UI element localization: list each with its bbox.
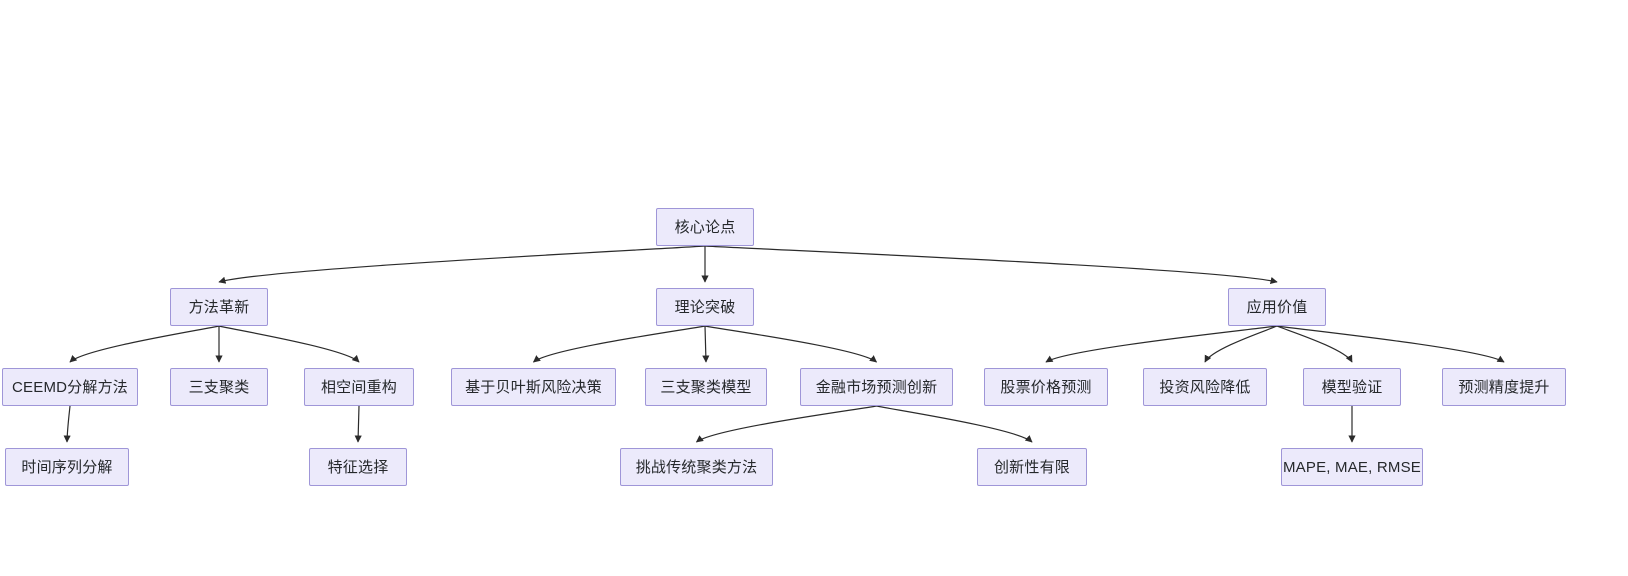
flow-node[interactable]: 股票价格预测 — [984, 368, 1108, 406]
flow-node-label: 预测精度提升 — [1458, 378, 1550, 396]
flow-edge — [218, 245, 706, 284]
flow-node-label: 应用价值 — [1246, 298, 1308, 316]
flow-edge — [702, 325, 710, 363]
flow-edge — [695, 405, 877, 443]
flow-node[interactable]: 应用价值 — [1228, 288, 1326, 326]
flow-node-label: 三支聚类 — [188, 378, 250, 396]
flow-node[interactable]: 创新性有限 — [977, 448, 1087, 486]
flow-edge — [1276, 325, 1353, 363]
flow-edge — [63, 405, 71, 443]
flow-edge — [704, 245, 1278, 285]
flow-node[interactable]: 特征选择 — [309, 448, 407, 486]
flow-node-label: 相空间重构 — [320, 378, 397, 396]
flow-node[interactable]: 挑战传统聚类方法 — [620, 448, 773, 486]
flow-node[interactable]: 方法革新 — [170, 288, 268, 326]
flow-node[interactable]: 核心论点 — [656, 208, 754, 246]
flow-edge — [1045, 325, 1278, 363]
flow-edge — [1204, 325, 1278, 363]
flow-edge — [69, 325, 220, 363]
flow-node[interactable]: 投资风险降低 — [1143, 368, 1267, 406]
flow-node[interactable]: 时间序列分解 — [5, 448, 129, 486]
flow-node[interactable]: 三支聚类 — [170, 368, 268, 406]
flow-edge — [354, 405, 362, 443]
flow-node[interactable]: 理论突破 — [656, 288, 754, 326]
flow-node[interactable]: CEEMD分解方法 — [2, 368, 138, 406]
flow-node[interactable]: MAPE, MAE, RMSE — [1281, 448, 1423, 486]
flow-node-label: 股票价格预测 — [1000, 378, 1092, 396]
flow-node-label: 特征选择 — [327, 458, 389, 476]
edge-paths — [63, 245, 1505, 443]
flow-node-label: 核心论点 — [674, 218, 736, 236]
flow-node-label: 金融市场预测创新 — [815, 378, 938, 396]
flow-node[interactable]: 模型验证 — [1303, 368, 1401, 406]
flow-node-label: MAPE, MAE, RMSE — [1282, 458, 1422, 476]
flow-edge — [218, 325, 360, 363]
flow-node[interactable]: 相空间重构 — [304, 368, 414, 406]
flow-node-label: CEEMD分解方法 — [12, 378, 128, 396]
flow-node[interactable]: 基于贝叶斯风险决策 — [451, 368, 616, 406]
flow-edge — [1276, 325, 1505, 363]
flow-node-label: 创新性有限 — [993, 458, 1070, 476]
flow-node[interactable]: 金融市场预测创新 — [800, 368, 953, 406]
flow-node-label: 时间序列分解 — [21, 458, 113, 476]
flow-edge — [532, 325, 706, 363]
flow-node-label: 理论突破 — [674, 298, 736, 316]
flow-edge — [876, 405, 1033, 443]
flow-node-label: 基于贝叶斯风险决策 — [465, 378, 602, 396]
flow-node-label: 三支聚类模型 — [660, 378, 752, 396]
flow-node[interactable]: 三支聚类模型 — [645, 368, 767, 406]
flow-node[interactable]: 预测精度提升 — [1442, 368, 1566, 406]
flow-node-label: 投资风险降低 — [1159, 378, 1251, 396]
flow-node-label: 挑战传统聚类方法 — [635, 458, 758, 476]
flow-node-label: 模型验证 — [1321, 378, 1383, 396]
flow-node-label: 方法革新 — [188, 298, 250, 316]
flow-edge — [704, 325, 878, 363]
